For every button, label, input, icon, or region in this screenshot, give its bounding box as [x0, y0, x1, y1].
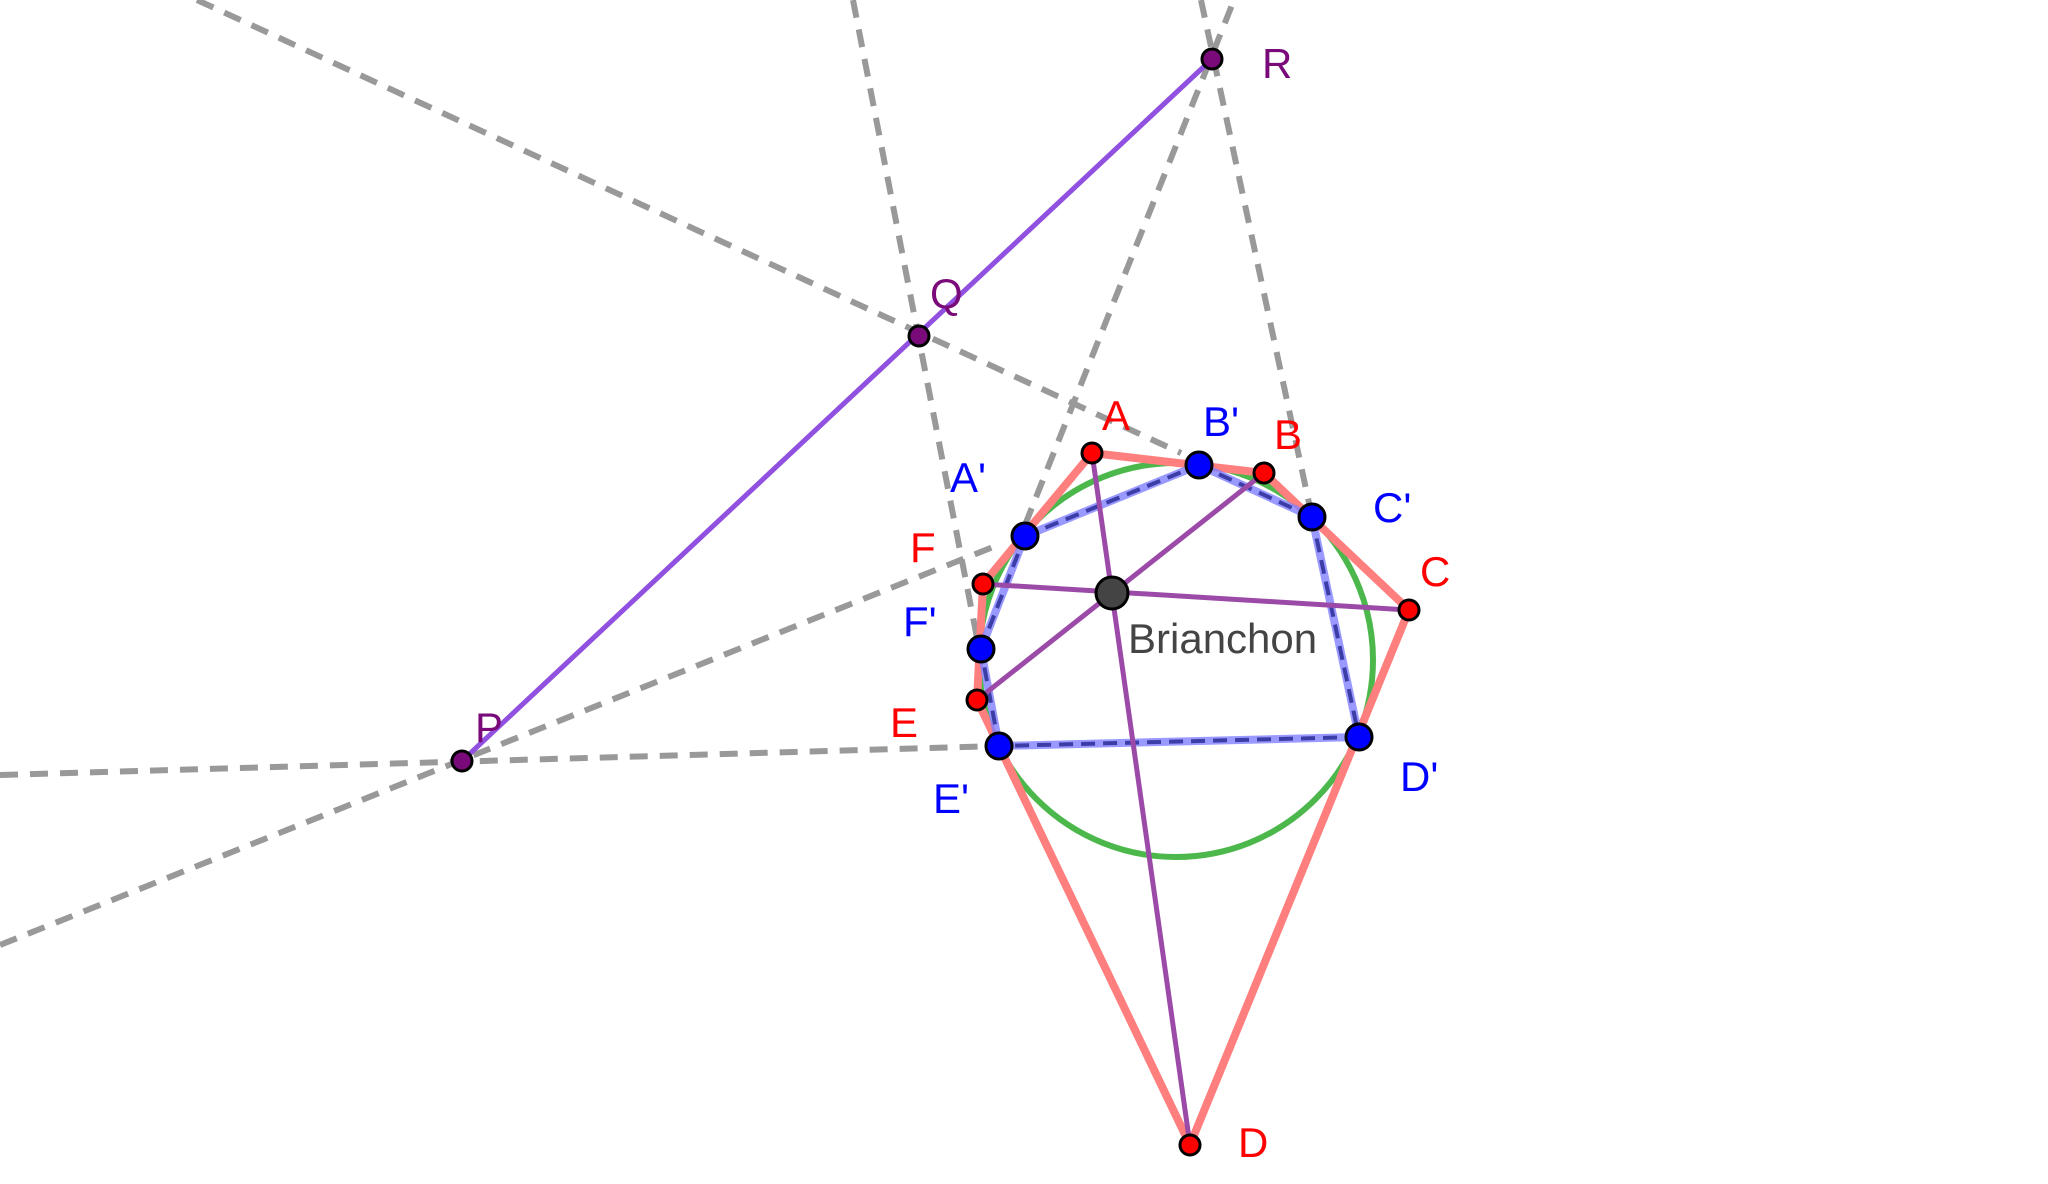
point-c-prime[interactable] — [1297, 502, 1327, 532]
point-d-prime[interactable] — [1344, 722, 1374, 752]
point-b-prime[interactable] — [1184, 450, 1214, 480]
tangent-side[interactable] — [979, 535, 1027, 650]
tangent-side[interactable] — [1310, 516, 1361, 738]
tangent-hexagon[interactable] — [977, 461, 1363, 750]
label-p: P — [475, 704, 503, 751]
tangent-side[interactable] — [1024, 463, 1200, 538]
construction-line-4[interactable] — [850, 0, 981, 644]
point-b[interactable] — [1252, 461, 1276, 485]
label-a-prime: A' — [950, 454, 986, 501]
label-c: C — [1420, 548, 1450, 595]
tangent-side[interactable] — [979, 648, 1001, 747]
construction-line-2[interactable] — [1022, 0, 1237, 527]
diagonal-AD[interactable] — [1089, 452, 1193, 1146]
label-d: D — [1238, 1119, 1268, 1166]
label-e: E — [890, 699, 918, 746]
point-d[interactable] — [1178, 1133, 1202, 1157]
point-f-prime[interactable] — [966, 634, 996, 664]
construction-line-3[interactable] — [195, 0, 1183, 456]
label-q: Q — [930, 270, 963, 317]
point-q[interactable] — [907, 324, 931, 348]
label-e-prime: E' — [933, 775, 969, 822]
point-e[interactable] — [965, 688, 989, 712]
point-c[interactable] — [1397, 598, 1421, 622]
point-a-prime[interactable] — [1010, 521, 1040, 551]
tangent-side-glow — [1197, 461, 1314, 521]
construction-lines — [0, 0, 1315, 948]
label-f: F — [910, 524, 936, 571]
point-r[interactable] — [1200, 47, 1224, 71]
construction-line-6[interactable] — [0, 743, 1000, 778]
point-brianchon[interactable] — [1094, 575, 1130, 611]
diagonal-CF[interactable] — [982, 581, 1410, 613]
label-b-prime: B' — [1203, 398, 1239, 445]
tangent-side[interactable] — [998, 735, 1360, 748]
point-a[interactable] — [1080, 441, 1104, 465]
points — [450, 47, 1421, 1157]
point-p[interactable] — [450, 749, 474, 773]
label-f-prime: F' — [903, 598, 937, 645]
label-a: A — [1102, 392, 1130, 439]
point-f[interactable] — [971, 572, 995, 596]
label-b: B — [1274, 411, 1302, 458]
line-pqr[interactable] — [460, 57, 1214, 763]
label-d-prime: D' — [1400, 753, 1438, 800]
label-c-prime: C' — [1373, 484, 1411, 531]
label-brianchon: Brianchon — [1128, 615, 1317, 662]
point-e-prime[interactable] — [984, 731, 1014, 761]
label-r: R — [1262, 40, 1292, 87]
